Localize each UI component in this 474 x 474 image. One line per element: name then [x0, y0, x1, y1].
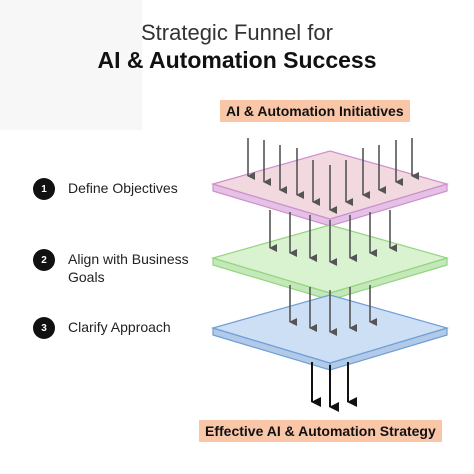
middle-arrows [269, 210, 397, 266]
input-arrows [247, 138, 419, 214]
diagram-title-line1: Strategic Funnel for [141, 20, 333, 45]
step-align-goals: 2 Align with Business Goals [33, 249, 208, 286]
output-arrows [311, 362, 357, 412]
step-label: Align with Business Goals [68, 251, 189, 285]
step-label: Define Objectives [68, 180, 178, 196]
step-define-objectives: 1 Define Objectives [33, 178, 208, 200]
strategy-label: Effective AI & Automation Strategy [199, 420, 442, 442]
initiatives-label: AI & Automation Initiatives [220, 100, 410, 122]
step-number-badge: 2 [33, 249, 55, 271]
step-label: Clarify Approach [68, 319, 171, 335]
diagram-title-line2: AI & Automation Success [97, 47, 377, 73]
lower-arrows [289, 285, 377, 336]
corner-background-panel [0, 0, 142, 130]
step-clarify-approach: 3 Clarify Approach [33, 317, 208, 339]
step-number-badge: 1 [33, 178, 55, 200]
step-number-badge: 3 [33, 317, 55, 339]
